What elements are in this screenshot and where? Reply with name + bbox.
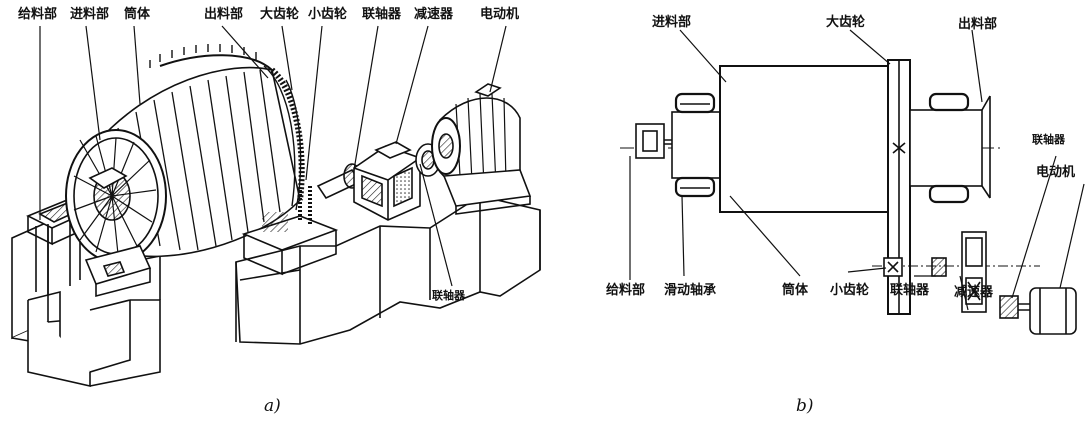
caption-b: b) <box>796 396 814 416</box>
label-barrel-b: 筒体 <box>782 283 809 298</box>
large-gear-b <box>887 59 911 315</box>
label-feed-section-a: 给料部 <box>18 7 58 22</box>
label-discharge-section-a: 出料部 <box>204 7 244 22</box>
label-reducer-a: 减速器 <box>414 7 454 22</box>
label-discharge-section-b: 出料部 <box>958 17 998 32</box>
label-motor-a: 电动机 <box>480 7 520 22</box>
label-coupling-b: 联轴器 <box>890 283 930 298</box>
leader-lines-a <box>39 25 507 287</box>
label-coupling-lower-a: 联轴器 <box>432 289 465 302</box>
label-sliding-bearing-b: 滑动轴承 <box>664 283 717 298</box>
barrel-b <box>719 65 893 213</box>
label-coupling-right-b: 联轴器 <box>1032 133 1065 146</box>
label-inlet-section-a: 进料部 <box>70 7 110 22</box>
main-bearing <box>84 245 152 298</box>
caption-a: a) <box>264 396 281 416</box>
foundation-right <box>235 195 541 345</box>
pinion-assembly <box>241 186 339 276</box>
inlet-head <box>65 129 167 263</box>
panel-b-drawing <box>620 29 1085 335</box>
reducer-a <box>353 141 421 221</box>
label-reducer-b: 减速器 <box>954 285 994 300</box>
label-large-gear-b: 大齿轮 <box>826 15 866 30</box>
panel-a-drawing <box>11 25 541 388</box>
label-small-gear-a: 小齿轮 <box>308 7 348 22</box>
discharge-trunnion <box>909 92 991 204</box>
motor-a <box>431 83 532 215</box>
label-small-gear-b: 小齿轮 <box>830 283 870 298</box>
label-coupling-a: 联轴器 <box>362 7 402 22</box>
label-inlet-section-b: 进料部 <box>652 15 692 30</box>
label-motor-b: 电动机 <box>1036 165 1076 180</box>
drive-train-b <box>872 231 1077 335</box>
label-barrel-a: 筒体 <box>124 7 151 22</box>
inlet-trunnion <box>664 92 721 198</box>
label-feed-section-b: 给料部 <box>606 283 646 298</box>
leader-lines-b <box>629 29 1085 311</box>
feed-box <box>635 123 665 159</box>
label-large-gear-a: 大齿轮 <box>260 7 300 22</box>
